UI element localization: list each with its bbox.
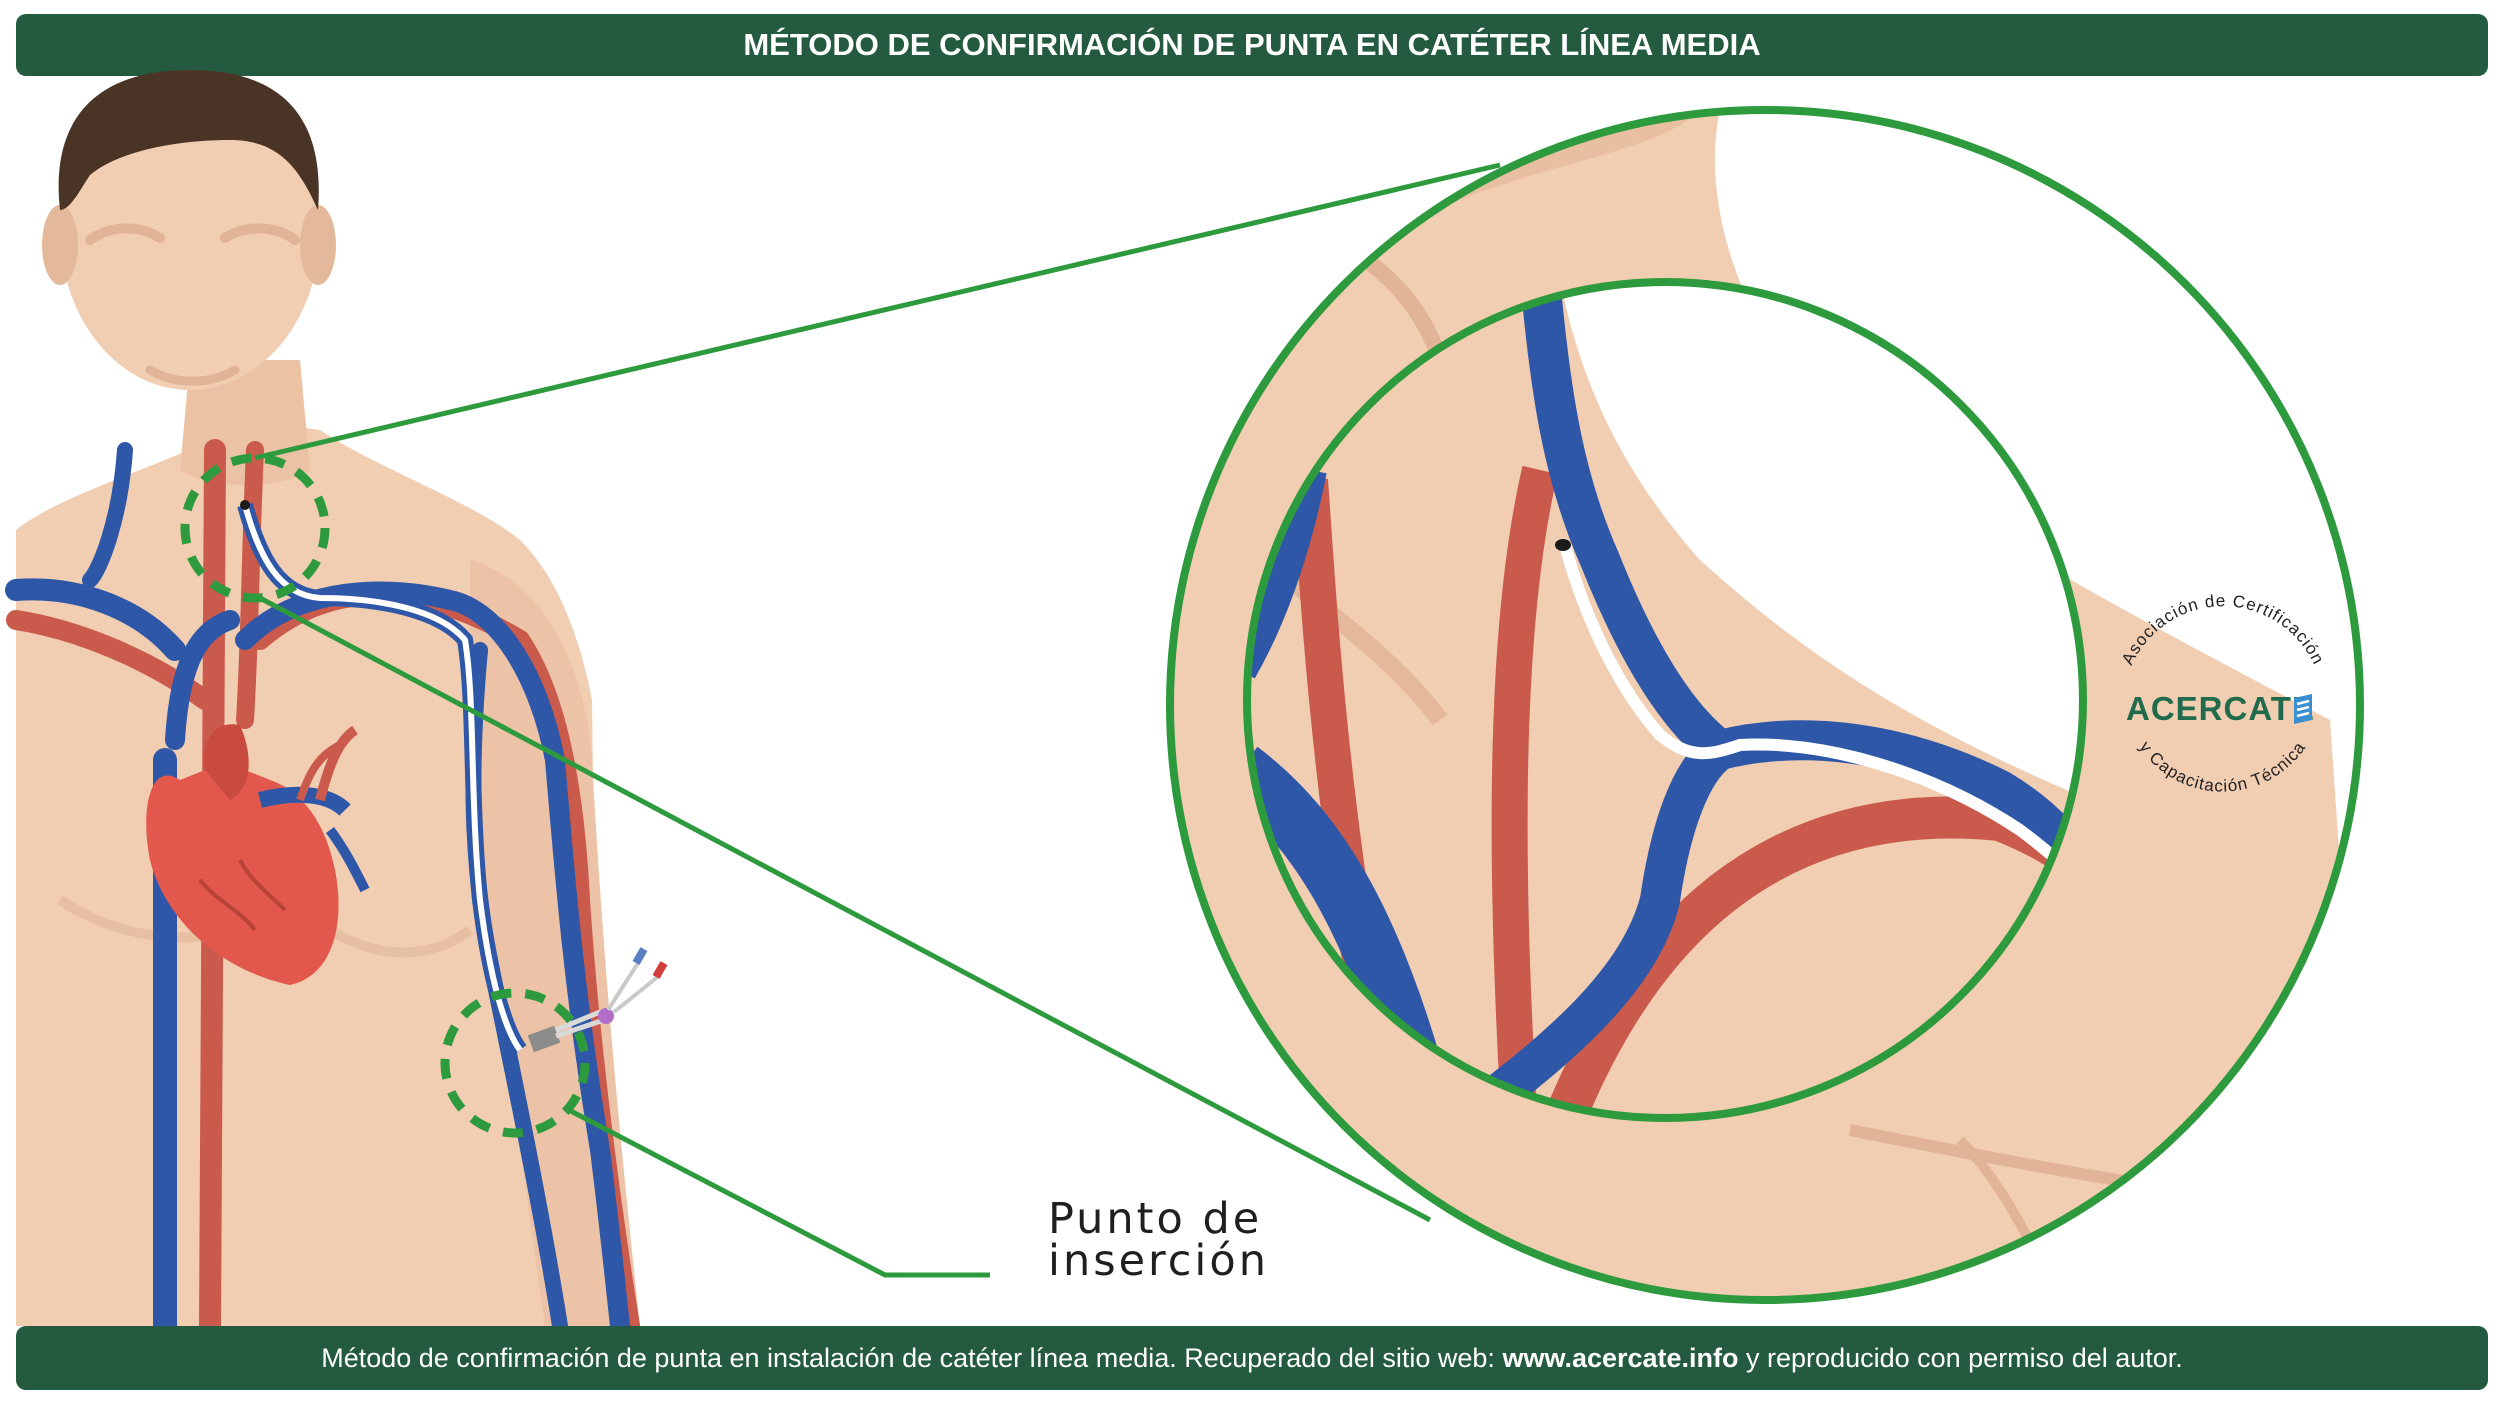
footer-text: Método de confirmación de punta en insta… bbox=[321, 1343, 2183, 1374]
footer-text-before: Método de confirmación de punta en insta… bbox=[321, 1342, 1503, 1373]
tip-callout-circle bbox=[180, 453, 330, 603]
footer-banner: Método de confirmación de punta en insta… bbox=[16, 1326, 2488, 1390]
heart-icon bbox=[146, 724, 370, 985]
insertion-label-line2: inserción bbox=[1048, 1236, 1269, 1286]
header-title: MÉTODO DE CONFIRMACIÓN DE PUNTA EN CATÉT… bbox=[743, 27, 1761, 62]
logo-mark-icon bbox=[2294, 694, 2312, 724]
logo-wordmark: ACERCATE bbox=[2126, 690, 2315, 727]
insertion-point-label: Punto de inserción bbox=[1048, 1194, 1269, 1286]
catheter-magnified bbox=[1559, 543, 2083, 903]
insertion-label-line1: Punto de bbox=[1048, 1194, 1263, 1244]
insertion-callout-circle bbox=[440, 988, 590, 1138]
catheter-hub-icon bbox=[527, 947, 668, 1053]
magnifier-circle bbox=[1166, 106, 2364, 1304]
footer-text-after: y reproducido con permiso del autor. bbox=[1738, 1342, 2183, 1373]
magnified-view bbox=[1166, 106, 2364, 1304]
detail-circle bbox=[1243, 278, 2087, 1122]
footer-link[interactable]: www.acercate.info bbox=[1502, 1342, 1739, 1373]
callouts bbox=[180, 162, 1501, 1278]
header-banner: MÉTODO DE CONFIRMACIÓN DE PUNTA EN CATÉT… bbox=[16, 14, 2488, 76]
